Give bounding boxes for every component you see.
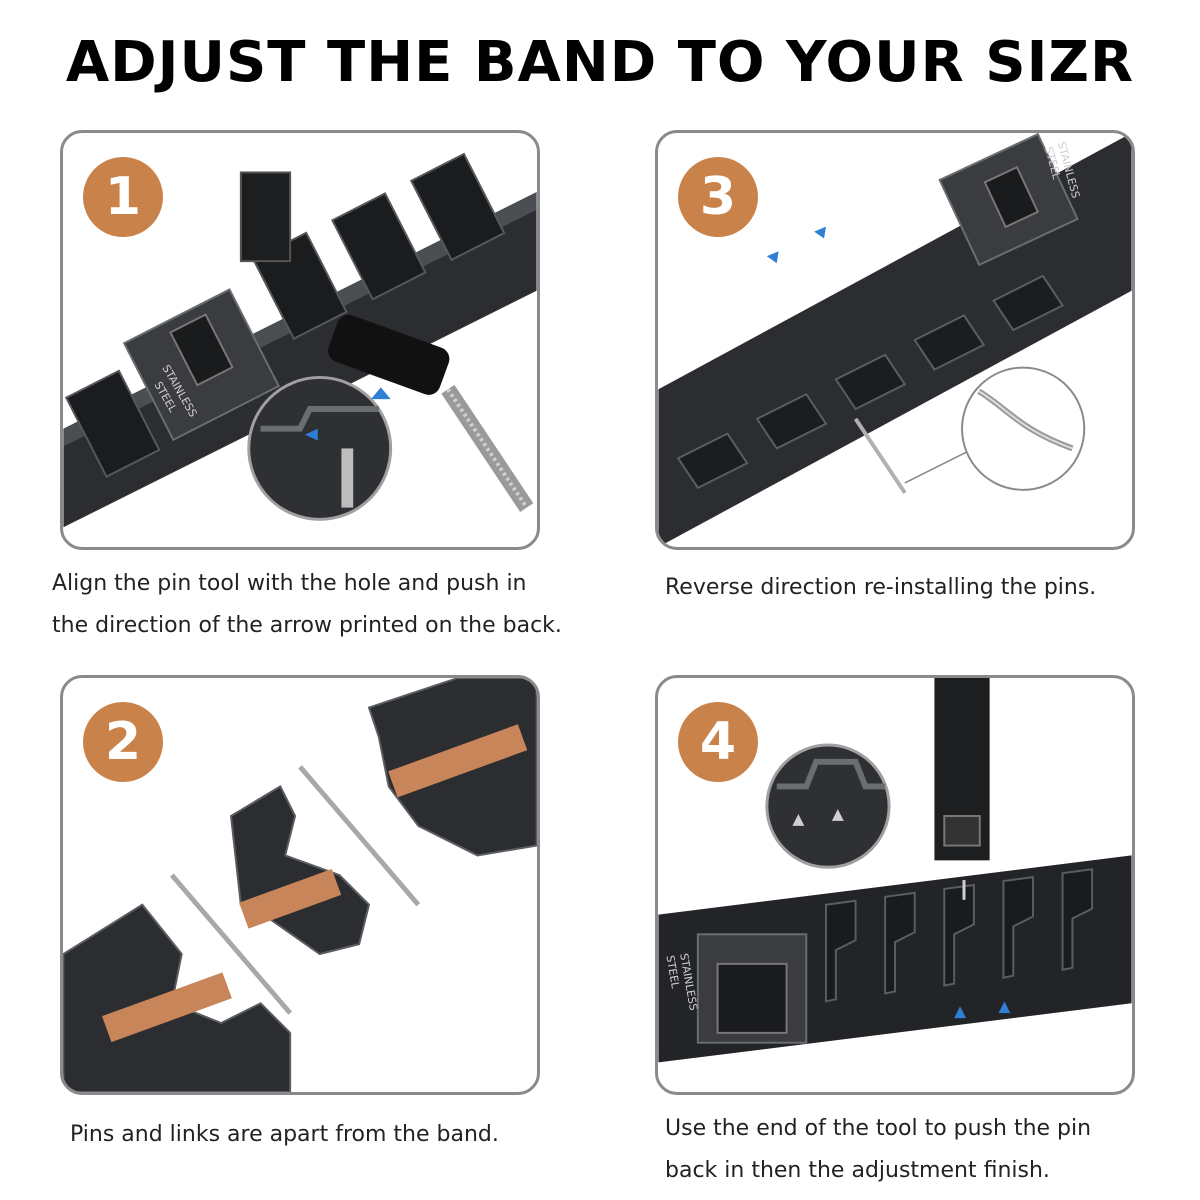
zoom-circle — [765, 743, 891, 869]
step-number-badge: 2 — [83, 702, 163, 782]
step-number-badge: 4 — [678, 702, 758, 782]
step-4-panel: STAINLESS STEEL 4 — [655, 675, 1135, 1095]
step-2-caption: Pins and links are apart from the band. — [70, 1122, 499, 1147]
direction-arrow-icon — [954, 1006, 966, 1019]
direction-arrow-icon — [304, 428, 318, 441]
band-link-right — [367, 678, 537, 857]
direction-arrow-icon — [370, 387, 391, 400]
zoom-circle — [961, 366, 1086, 491]
step-1-illustration: STAINLESS STEEL — [63, 152, 537, 528]
spring-pin — [169, 873, 293, 1015]
direction-arrow-icon — [814, 226, 826, 239]
pin-tool — [239, 171, 534, 512]
zoom-circle — [247, 375, 393, 521]
step-1-caption: Align the pin tool with the hole and pus… — [52, 571, 562, 638]
pin-tool — [934, 678, 990, 861]
step-4-caption: Use the end of the tool to push the pin … — [665, 1116, 1092, 1183]
band-links — [658, 855, 1132, 1063]
step-4-illustration: STAINLESS STEEL — [658, 678, 1132, 1063]
band-link-left — [63, 903, 292, 1092]
step-number-badge: 3 — [678, 157, 758, 237]
clasp-engraving: STEEL — [663, 954, 682, 989]
step-3-illustration: STAINLESS STEEL — [658, 133, 1132, 547]
step-number-badge: 1 — [83, 157, 163, 237]
step-3-panel: STAINLESS STEEL 3 — [655, 130, 1135, 550]
step-2-illustration — [63, 678, 537, 1092]
direction-arrow-icon — [998, 1001, 1011, 1014]
step-3-caption: Reverse direction re-installing the pins… — [665, 575, 1097, 600]
direction-arrow-icon — [766, 251, 779, 264]
step-2-panel: 2 — [60, 675, 540, 1095]
spring-pin — [298, 765, 421, 907]
spring-pin — [853, 417, 907, 494]
band-links — [63, 152, 537, 528]
band-link-middle — [229, 785, 371, 956]
page-title: ADJUST THE BAND TO YOUR SIZR — [65, 30, 1135, 95]
band-links — [658, 133, 1132, 547]
step-1-panel: STAINLESS STEEL 1 — [60, 130, 540, 550]
